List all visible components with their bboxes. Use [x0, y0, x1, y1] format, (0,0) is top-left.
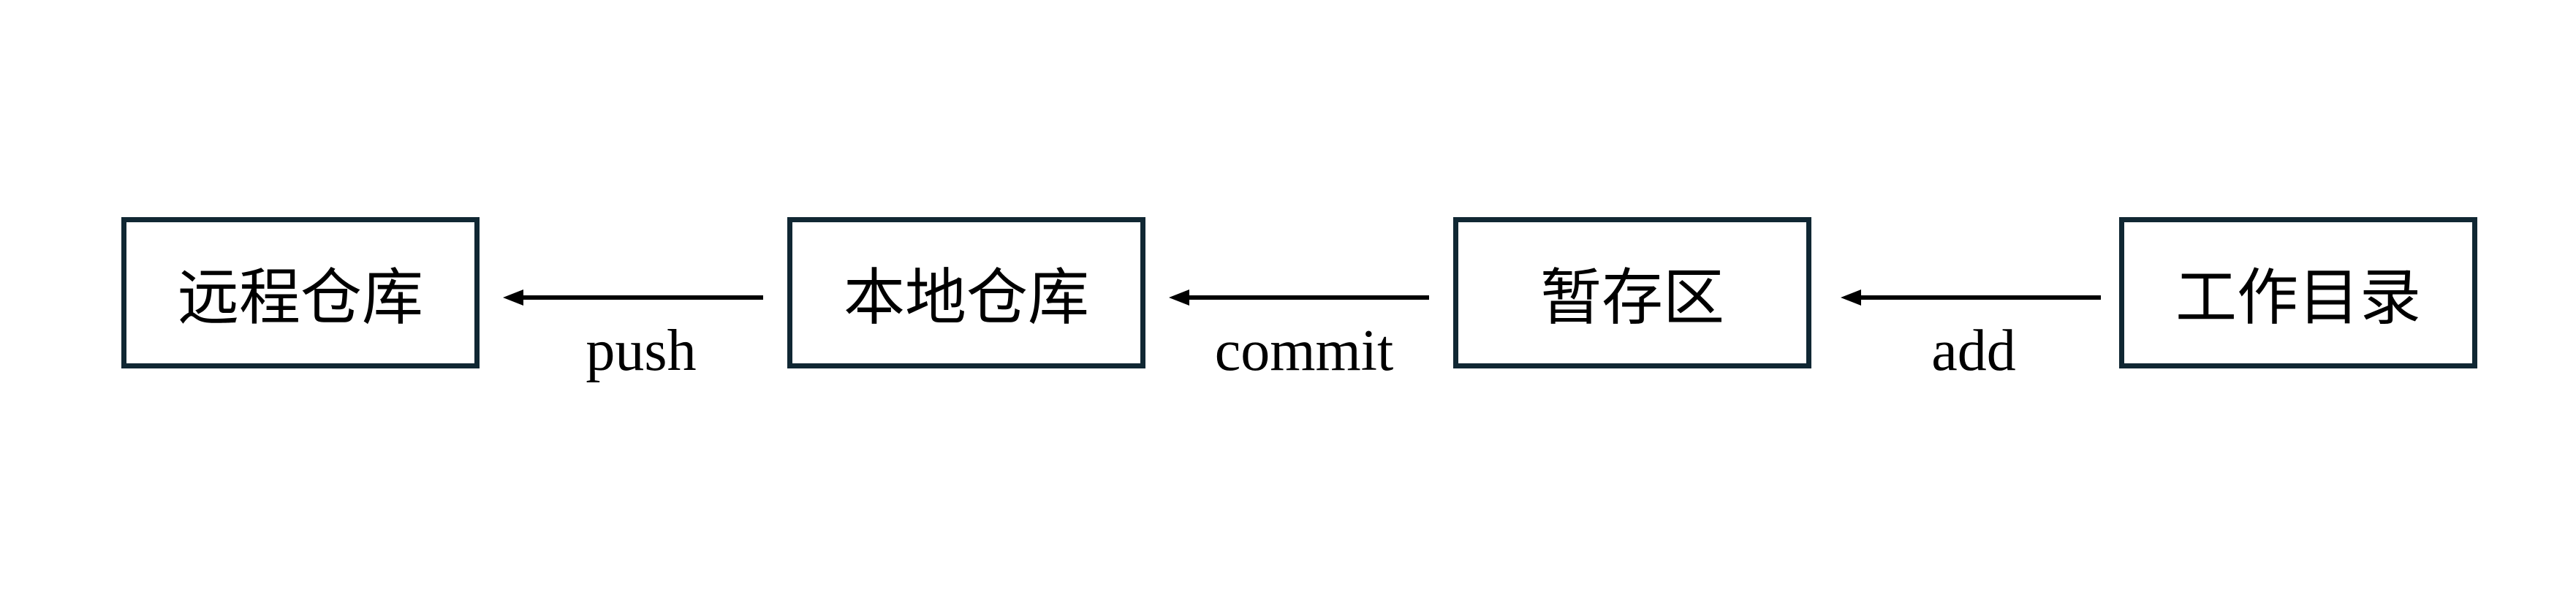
local-repo-label: 本地仓库 — [843, 262, 1089, 333]
commit-arrow — [1169, 289, 1429, 306]
local-repo-node: 本地仓库 — [787, 217, 1145, 368]
add-arrow — [1841, 289, 2101, 306]
add-label: add — [1931, 319, 2016, 383]
push-arrow — [503, 289, 763, 306]
push-label: push — [586, 319, 697, 383]
staging-area-node: 暂存区 — [1453, 217, 1811, 368]
commit-label: commit — [1214, 319, 1394, 383]
working-dir-node: 工作目录 — [2119, 217, 2477, 368]
remote-repo-node: 远程仓库 — [121, 217, 480, 368]
remote-repo-label: 远程仓库 — [177, 262, 423, 333]
staging-area-label: 暂存区 — [1539, 262, 1724, 333]
working-dir-label: 工作目录 — [2175, 262, 2421, 333]
